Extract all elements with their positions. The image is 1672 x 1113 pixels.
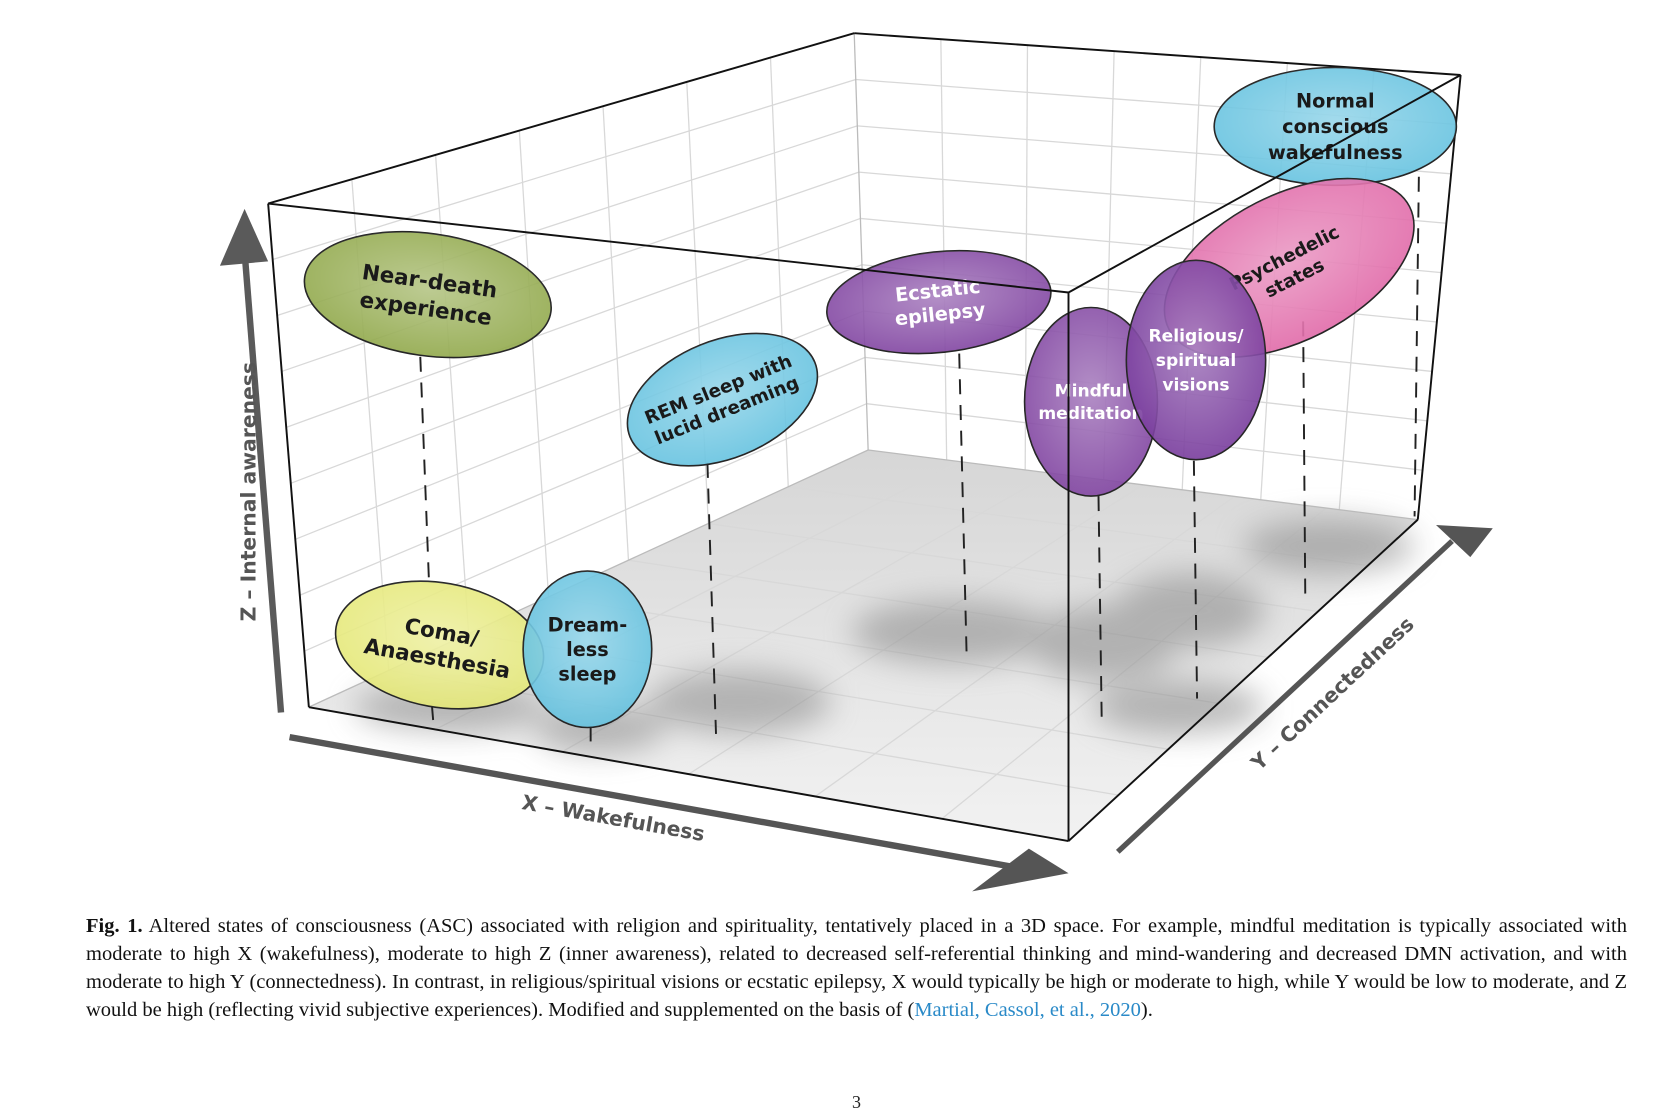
dreamless-highlight <box>523 571 652 728</box>
x-axis-arrow <box>289 733 1069 892</box>
y-axis-arrow <box>1115 525 1493 854</box>
x-axis-label: X – Wakefulness <box>520 790 706 846</box>
religious-highlight <box>1126 260 1266 460</box>
religious-label: Religious/ <box>1148 326 1244 346</box>
drop-lines <box>419 176 1420 742</box>
ecstatic-highlight <box>826 250 1051 354</box>
rem-highlight <box>627 333 818 466</box>
z-axis-label: Z – Internal awareness <box>236 362 260 622</box>
coma-highlight <box>335 581 544 709</box>
z-axis-arrow <box>219 208 285 713</box>
dreamless-label: sleep <box>558 663 616 686</box>
dreamless-label: less <box>566 638 609 661</box>
caption-label: Fig. 1. <box>86 915 143 937</box>
mindful-label: meditation <box>1038 404 1143 424</box>
figure-caption: Fig. 1.Altered states of consciousness (… <box>86 912 1627 1024</box>
mindful-highlight <box>1024 307 1158 497</box>
religious-label: spiritual <box>1156 351 1236 371</box>
caption-text: Altered states of consciousness (ASC) as… <box>86 915 1628 1021</box>
dreamless-label: Dream- <box>548 613 628 636</box>
state-normal: Normal conscious wakefulness <box>1213 66 1458 187</box>
religious-label: visions <box>1162 376 1229 396</box>
page-number: 3 <box>852 1092 861 1112</box>
normal-label: wakefulness <box>1268 141 1403 164</box>
state-coma: Coma/Anaesthesia <box>334 580 545 710</box>
mindful-label: Mindful <box>1055 382 1128 402</box>
box-front-edges <box>268 74 1462 843</box>
near-death-highlight <box>304 231 552 358</box>
normal-highlight <box>1214 67 1457 186</box>
state-religious: Religious/spiritual visions <box>1125 259 1267 461</box>
caption-close: ). <box>1140 999 1153 1021</box>
citation-link[interactable]: Martial, Cassol, et al., 2020 <box>914 999 1141 1021</box>
normal-label: Normal <box>1296 89 1375 112</box>
caption-paren: ( <box>907 999 915 1021</box>
normal-label: conscious <box>1282 115 1388 138</box>
